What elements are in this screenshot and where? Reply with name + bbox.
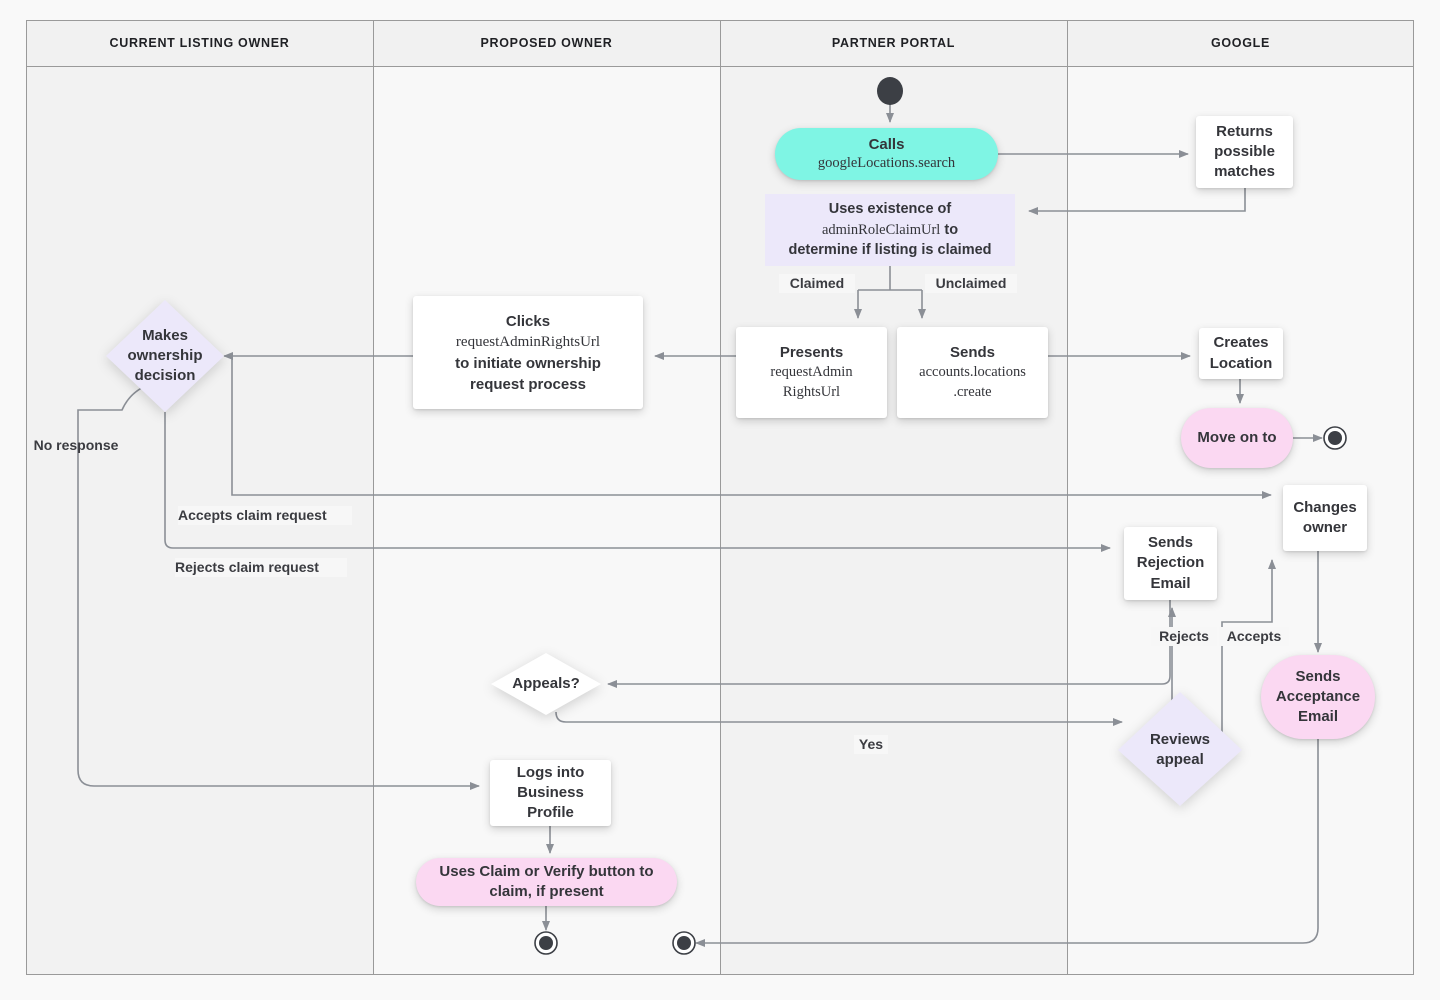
end-terminal-partner-portal — [672, 931, 696, 955]
node-label: Uses Claim or Verify button to claim, if… — [439, 862, 654, 900]
start-terminal — [877, 77, 903, 105]
node-changes-owner[interactable]: Changes owner — [1283, 485, 1367, 551]
node-makes-ownership-decision[interactable]: Makes ownership decision — [108, 320, 222, 392]
node-label: Sends Rejection Email — [1136, 534, 1205, 592]
edge-returns-to-uses — [1028, 188, 1246, 215]
node-line-2: googleLocations.search — [817, 155, 956, 172]
lane-header-label: GOOGLE — [1210, 36, 1271, 50]
node-line-1: Sends — [949, 343, 995, 361]
node-sends-acceptance-email[interactable]: Sends Acceptance Email — [1261, 655, 1375, 739]
node-line-3: to initiate ownership — [455, 354, 601, 372]
node-label: Creates Location — [1209, 334, 1273, 372]
node-line-1: Clicks — [505, 312, 551, 330]
node-line-3: .create — [953, 383, 992, 400]
edge-label-rejects-claim-request: Rejects claim request — [175, 558, 347, 577]
appeals-diamond — [491, 653, 601, 715]
edge-label-accepts: Accepts — [1219, 627, 1289, 646]
node-reviews-appeal[interactable]: Reviews appeal — [1133, 728, 1227, 772]
end-terminal-google — [1323, 426, 1347, 450]
node-returns-possible-matches[interactable]: Returns possible matches — [1196, 116, 1293, 188]
edge-appeals-yes-to-review — [555, 711, 1123, 726]
lane-header-current-listing-owner: CURRENT LISTING OWNER — [26, 20, 373, 66]
node-label: Reviews appeal — [1149, 731, 1211, 768]
node-uses-claim-or-verify-button[interactable]: Uses Claim or Verify button to claim, if… — [416, 858, 677, 906]
lane-header-label: PARTNER PORTAL — [831, 36, 956, 50]
edge-label-accepts-claim-request: Accepts claim request — [178, 506, 352, 525]
node-line-2: to — [944, 221, 959, 238]
node-label: Appeals? — [512, 675, 580, 693]
node-line-1: Presents — [779, 343, 844, 361]
edge-acceptance-to-end — [695, 733, 1319, 947]
node-label: Changes owner — [1293, 498, 1357, 536]
node-sends-accounts-locations-create[interactable]: Sends accounts.locations .create — [897, 327, 1048, 418]
node-appeals[interactable]: Appeals? — [498, 670, 594, 698]
node-calls-google-locations-search[interactable]: Calls googleLocations.search — [775, 128, 998, 180]
edge-rejection-to-appeals — [607, 600, 1171, 688]
node-line-2: requestAdmin — [770, 364, 853, 381]
terminal-nodes — [534, 77, 1347, 955]
edge-label-no-response: No response — [33, 437, 119, 453]
node-line-1: Calls — [868, 135, 905, 153]
decision-diamonds — [106, 300, 1242, 806]
node-line-4: request process — [470, 375, 586, 393]
edge-label-yes: Yes — [854, 735, 888, 754]
node-line-2: accounts.locations — [919, 364, 1026, 381]
edge-label-claimed: Claimed — [779, 274, 855, 293]
makes-ownership-decision-diamond — [106, 300, 224, 412]
node-move-on-to[interactable]: Move on to — [1181, 408, 1293, 468]
edge-label-rejects: Rejects — [1151, 627, 1217, 646]
edge-decision-accepts — [231, 358, 1272, 499]
node-presents-request-admin-rights-url[interactable]: Presents requestAdmin RightsUrl — [736, 327, 887, 418]
node-label: Returns possible matches — [1214, 122, 1275, 181]
edge-decision-no-response — [77, 384, 480, 790]
node-label: Sends Acceptance Email — [1275, 667, 1361, 726]
edge-decision-rejects — [164, 412, 1111, 552]
lane-header-partner-portal: PARTNER PORTAL — [720, 20, 1067, 66]
edge-label-unclaimed: Unclaimed — [925, 274, 1017, 293]
node-line-3: RightsUrl — [782, 383, 841, 400]
end-terminal-proposed-owner — [534, 931, 558, 955]
lane-header-proposed-owner: PROPOSED OWNER — [373, 20, 720, 66]
node-code: adminRoleClaimUrl — [821, 221, 941, 238]
node-creates-location[interactable]: Creates Location — [1199, 328, 1283, 379]
node-uses-existence-of-admin-role-claim-url[interactable]: Uses existence of adminRoleClaimUrl to d… — [765, 194, 1015, 266]
reviews-appeal-diamond — [1118, 692, 1242, 806]
node-sends-rejection-email[interactable]: Sends Rejection Email — [1124, 527, 1217, 600]
lane-header-label: CURRENT LISTING OWNER — [109, 36, 290, 50]
node-line-1: Uses existence of — [828, 201, 952, 218]
node-label: Makes ownership decision — [127, 326, 203, 385]
lane-header-google: GOOGLE — [1067, 20, 1414, 66]
edge-uses-split-trunk — [858, 266, 922, 291]
lane-header-label: PROPOSED OWNER — [480, 36, 613, 50]
node-label: Logs into Business Profile — [516, 763, 585, 822]
node-logs-into-business-profile[interactable]: Logs into Business Profile — [490, 760, 611, 826]
edge-paths — [77, 103, 1323, 947]
node-label: Move on to — [1197, 429, 1277, 447]
node-line-3: determine if listing is claimed — [788, 242, 992, 259]
node-line-2: requestAdminRightsUrl — [455, 333, 601, 350]
node-clicks-request-admin-rights-url[interactable]: Clicks requestAdminRightsUrl to initiate… — [413, 296, 643, 409]
